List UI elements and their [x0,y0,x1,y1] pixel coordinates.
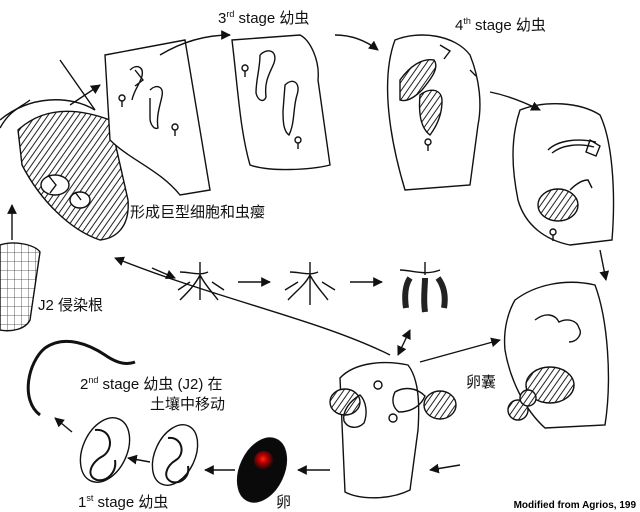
stage4-label: 4th stage 幼虫 [455,16,546,35]
stage3-label: 3rd stage 幼虫 [218,9,310,28]
stage2-label: 2nd stage 幼虫 (J2) 在 [80,375,223,394]
single-egg [236,437,288,503]
root-system-1 [177,262,225,301]
stage4-panel [386,34,481,191]
stage1-egg [79,417,131,483]
giant-cells-label: 形成巨型细胞和虫瘿 [130,204,266,221]
egg-laying-panel [503,281,610,429]
stage3-female-panel [231,34,331,171]
egg-sac-label: 卵囊 [466,374,497,391]
stage2-egg [151,424,199,486]
root-tip-gall [0,59,129,241]
root-system-2 [284,262,336,305]
cycle-arrows [7,30,610,475]
root-segment [0,242,41,332]
j2-infect-label: J2 侵染根 [38,297,104,314]
adult-panel [512,102,615,246]
credit-text: Modified from Agrios, 199 [513,500,636,511]
root-system-3-galled [399,262,448,313]
j2-juvenile [26,339,136,417]
stage1-label: 1st stage 幼虫 [78,493,169,512]
egg-label: 卵 [276,494,292,511]
stage2-label-line2: 土壤中移动 [150,396,226,413]
stage3-root-panel [104,39,211,196]
central-gall-panel [329,361,457,499]
